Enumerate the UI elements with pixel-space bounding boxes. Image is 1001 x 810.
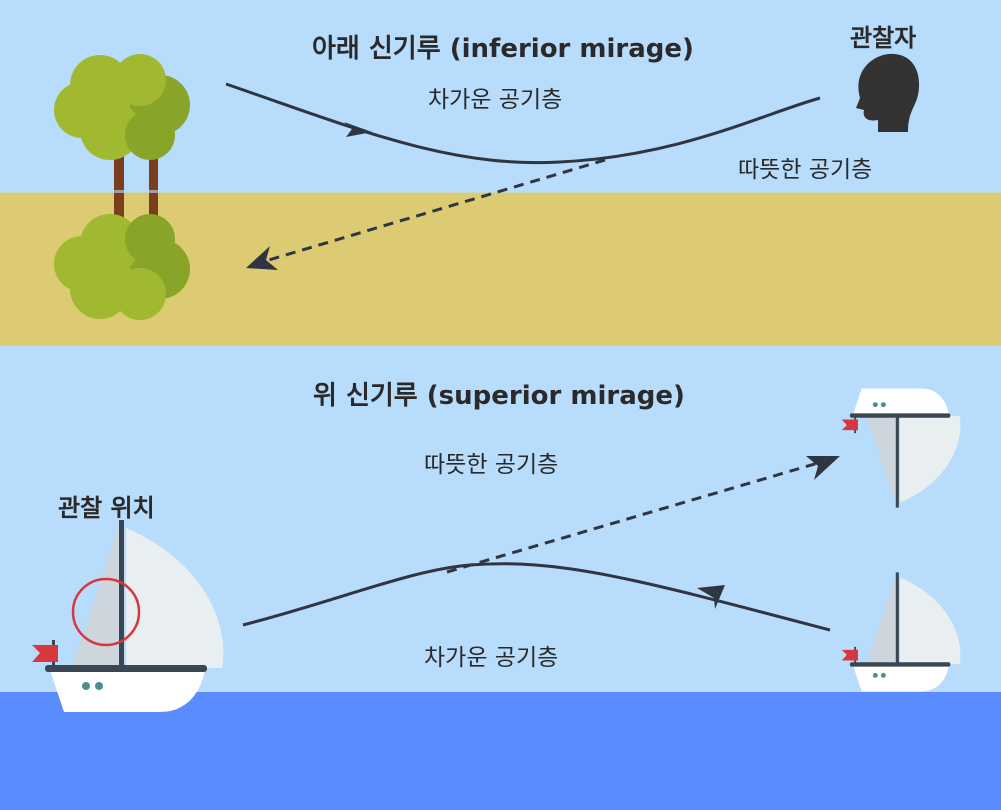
inferior-warm-layer-label: 따뜻한 공기층 <box>738 157 873 183</box>
arrowhead-icon <box>806 456 840 480</box>
superior-cold-layer-label: 차가운 공기층 <box>424 645 559 671</box>
observer-position-label: 관찰 위치 <box>58 494 155 522</box>
arrowhead-icon <box>697 585 725 609</box>
observer-highlight-circle <box>71 577 141 647</box>
superior-warm-layer-label: 따뜻한 공기층 <box>424 452 559 478</box>
superior-title: 위 신기루 (superior mirage) <box>313 381 685 411</box>
inferior-dashed-ray <box>261 158 606 264</box>
arrowhead-icon <box>246 246 278 270</box>
observer-label: 관찰자 <box>850 24 917 52</box>
superior-dashed-ray <box>446 461 819 574</box>
observer-head-icon <box>856 53 920 133</box>
inferior-title: 아래 신기루 (inferior mirage) <box>312 34 694 64</box>
inferior-curved-ray <box>225 82 821 165</box>
superior-curved-ray <box>242 562 831 632</box>
inferior-cold-layer-label: 차가운 공기층 <box>428 87 563 113</box>
arrowhead-icon <box>344 122 372 137</box>
sea <box>0 692 1001 810</box>
tree-icon <box>54 54 190 225</box>
